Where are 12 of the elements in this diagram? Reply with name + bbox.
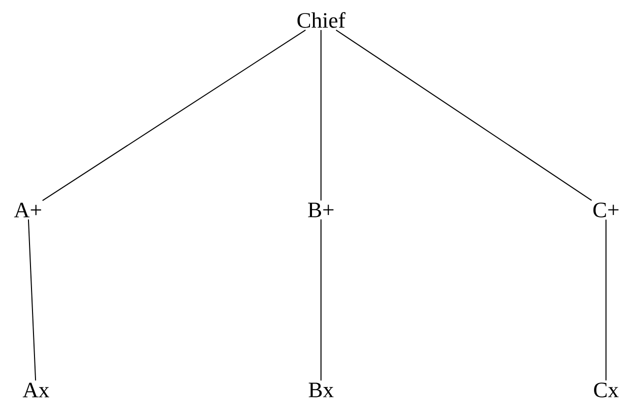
node-label: Bx [308, 382, 334, 398]
connector-line [28, 218, 36, 382]
node-label: Chief [297, 12, 346, 28]
node-label: C+ [593, 202, 618, 218]
connector-line [320, 30, 322, 202]
node-label: Cx [594, 382, 619, 398]
connector-line [336, 30, 592, 201]
node-label: B+ [308, 202, 334, 218]
connector-line [42, 30, 306, 202]
node-label: Ax [22, 382, 50, 398]
node-label: A+ [14, 202, 42, 218]
connector-line [320, 218, 322, 382]
